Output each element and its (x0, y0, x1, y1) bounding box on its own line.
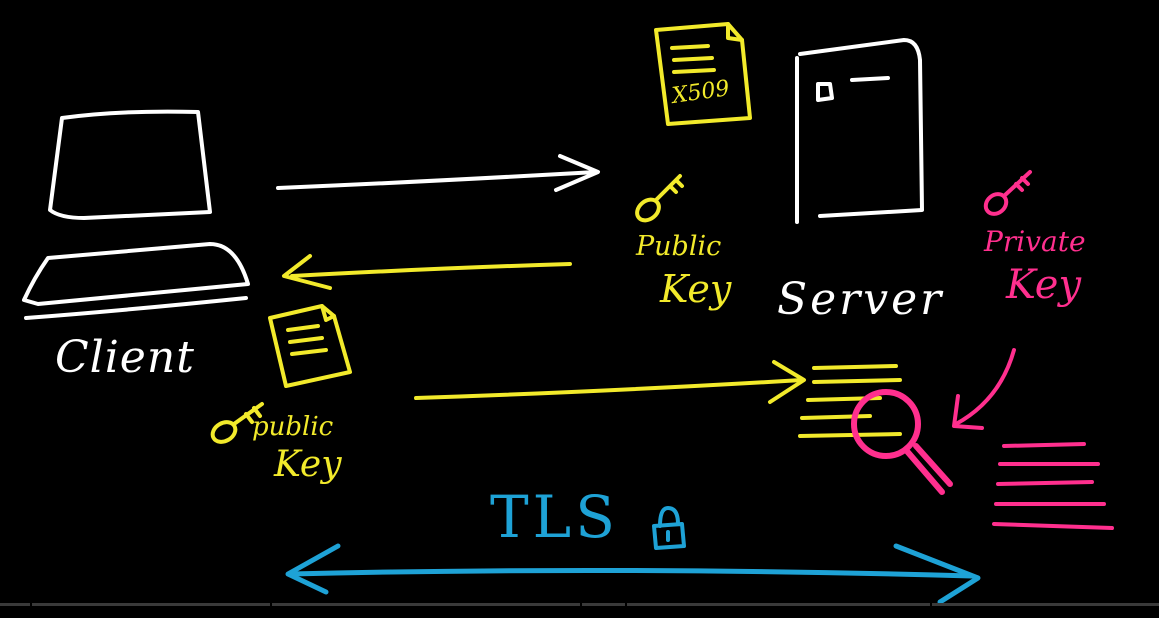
key-icon (635, 174, 684, 223)
server-public-key-label-line1: Public (636, 231, 722, 262)
server-public-key-label-line2: Key (660, 267, 732, 311)
client-label: Client (55, 332, 195, 383)
tls-label: TLS (490, 483, 619, 551)
magnifier-icon (851, 389, 953, 495)
tls-channel-arrow (285, 543, 981, 605)
client-public-key-label-line2: Key (274, 444, 342, 485)
certificate-icon (268, 304, 352, 388)
lock-icon (652, 506, 686, 550)
request-arrow (276, 154, 600, 192)
video-progress-bar[interactable] (0, 603, 1159, 606)
laptop-icon (22, 109, 250, 320)
chapter-marker (625, 603, 627, 606)
chapter-marker (580, 603, 582, 606)
private-key-label-line1: Private (984, 225, 1086, 258)
chapter-marker (30, 603, 32, 606)
server-label: Server (777, 274, 945, 325)
private-key-arrow (952, 348, 1016, 430)
chapter-marker (930, 603, 932, 606)
encrypted-message-lines (798, 364, 902, 438)
client-public-key-label-line1: public (252, 412, 334, 442)
key-icon (210, 402, 264, 444)
encrypted-message-arrow (414, 360, 806, 404)
certificate-response-arrow (282, 254, 572, 290)
decrypted-message-lines (992, 442, 1114, 530)
key-icon (983, 170, 1032, 216)
server-icon (795, 38, 924, 224)
certificate-icon (654, 22, 752, 126)
private-key-label-line2: Key (1006, 262, 1082, 308)
chapter-marker (270, 603, 272, 606)
